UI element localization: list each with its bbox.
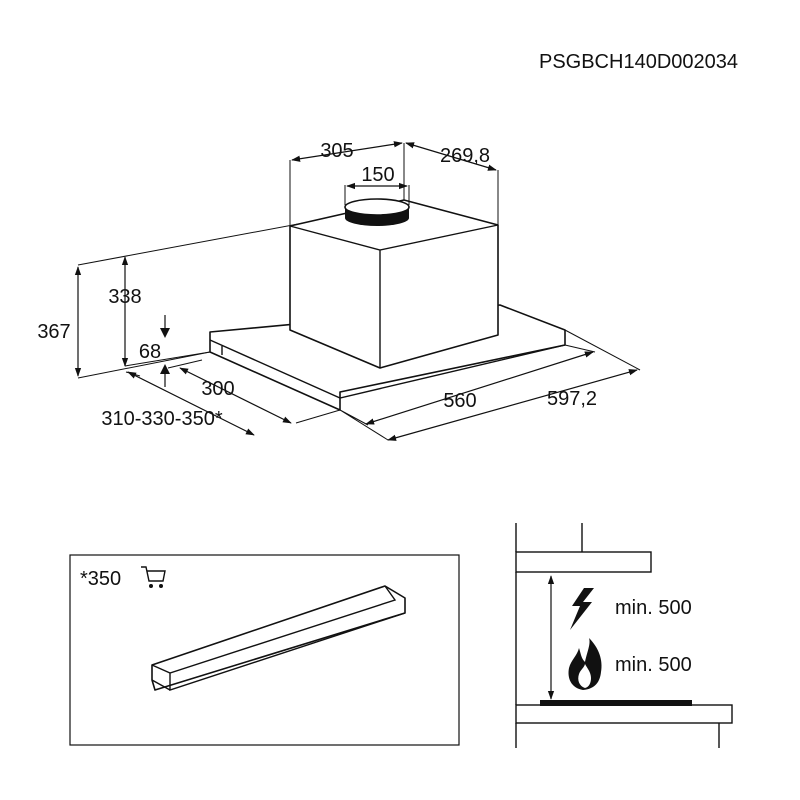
top-extension-lines [289, 143, 499, 226]
accessory-panel: *350 [69, 554, 460, 746]
canopy-bottom-line [124, 351, 211, 367]
hood-outline [515, 551, 652, 573]
dim-outlet-diameter: 150 [361, 164, 394, 186]
upper-wall-lines [515, 523, 583, 552]
dim-chimney-width: 305 [320, 140, 353, 162]
chimney-box [289, 199, 499, 369]
flame-icon [568, 638, 602, 690]
cabinet-lines [515, 723, 720, 748]
dim-depth-options: 310-330-350* [101, 408, 222, 430]
chimney-depth-dim-line [405, 142, 497, 171]
document-code: PSGBCH140D002034 [539, 51, 738, 73]
chimney-edges [289, 224, 499, 368]
lightning-bolt-icon [570, 588, 594, 630]
shopping-cart-icon [141, 566, 166, 588]
width-extension-lines [339, 329, 641, 441]
dim-chimney-depth: 269,8 [440, 145, 490, 167]
outlet-collar [344, 198, 410, 226]
height-canopy-arrows [160, 328, 170, 374]
dim-height-body: 338 [108, 286, 141, 308]
hob-outline [515, 704, 733, 724]
extension-bracket [151, 585, 406, 691]
chimney-width-dim-line [291, 141, 403, 162]
wall-bottom-line [77, 351, 211, 379]
dim-width-inner: 560 [443, 390, 476, 412]
accessory-label: *350 [80, 568, 121, 590]
depth-options-dim-line [127, 371, 255, 436]
dim-depth: 300 [201, 378, 234, 400]
dim-height-canopy: 68 [139, 341, 161, 363]
gas-clearance-label: min. 500 [615, 654, 692, 676]
hood-drawing: 305 269,8 150 367 338 68 300 310-330-350… [37, 140, 641, 441]
dim-height-total: 367 [37, 321, 70, 343]
width-outer-dim-line [387, 369, 638, 441]
dim-width-outer: 597,2 [547, 388, 597, 410]
hob-top [540, 700, 692, 706]
clearance-panel: min. 500 min. 500 [515, 523, 733, 748]
electric-clearance-label: min. 500 [615, 597, 692, 619]
